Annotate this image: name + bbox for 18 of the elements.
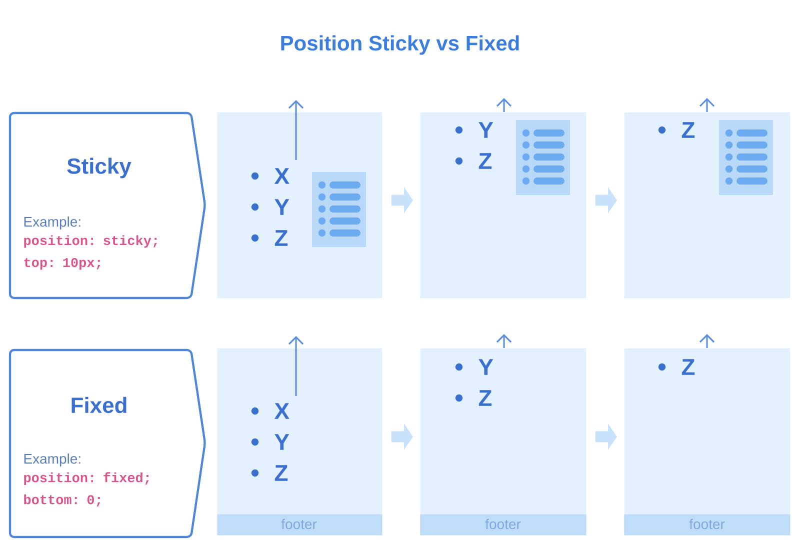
list-item: Z [658,359,695,375]
list-item: X [251,168,290,184]
title: Position Sticky vs Fixed [281,35,519,55]
list-item: Z [251,230,288,246]
list-item: X [251,403,290,419]
list-item: Z [658,122,695,138]
list-item: Y [251,199,290,215]
list-item: Y [251,434,290,450]
list-item: Y [455,359,494,375]
label-box: Sticky Example: position: sticky; top: 10px; [8,112,206,300]
footer-band: footer [217,514,382,536]
list-item: Z [251,465,288,481]
label-box: Fixed Example: position: fixed; bottom: 0; [8,348,206,538]
list-item: Y [455,122,494,138]
list-item: Z [455,390,492,406]
list-item: Z [455,153,492,169]
footer-band: footer [420,514,586,536]
footer-band: footer [624,514,790,536]
